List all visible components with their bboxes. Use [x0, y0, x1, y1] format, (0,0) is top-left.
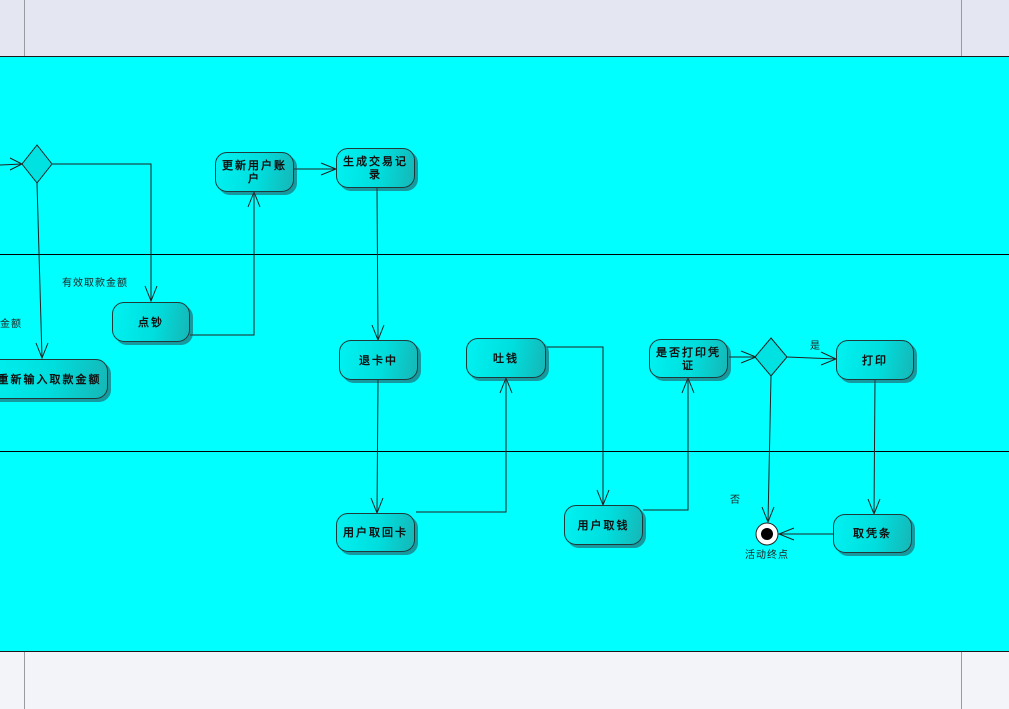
edge-into-left-decision — [0, 157, 24, 171]
guard-no: 否 — [730, 495, 741, 506]
node-print[interactable]: 打印 — [836, 340, 914, 380]
edge-print-question-to-decision — [729, 350, 758, 364]
right-decision-node[interactable] — [754, 337, 788, 377]
edge-count-money-to-update-account — [190, 190, 261, 336]
node-take-receipt[interactable]: 取凭条 — [833, 514, 912, 553]
activity-end-node[interactable] — [755, 522, 779, 546]
node-user-take-cash[interactable]: 用户取钱 — [564, 505, 643, 545]
page-top-margin — [0, 0, 1009, 56]
edge-decision-no-to-end — [761, 375, 775, 524]
edge-ejecting-to-take-card — [370, 379, 384, 515]
page-border-right-top — [961, 0, 962, 56]
edge-decision-to-redisplay — [35, 182, 49, 360]
edge-decision-yes-to-print — [786, 351, 838, 366]
node-user-take-card[interactable]: 用户取回卡 — [336, 513, 415, 552]
node-dispense-cash[interactable]: 吐钱 — [466, 338, 546, 378]
guard-valid-amount: 有效取款金额 — [62, 278, 128, 289]
left-decision-node[interactable] — [21, 144, 53, 184]
page-border-left-bottom — [24, 652, 25, 709]
page-bottom-margin — [0, 652, 1009, 709]
node-count-money[interactable]: 点钞 — [112, 302, 190, 342]
swimlane-divider-2 — [0, 451, 1009, 452]
edge-update-account-to-record — [294, 162, 338, 176]
guard-yes: 是 — [810, 341, 821, 352]
edge-dispense-to-take-cash — [547, 346, 610, 507]
edge-decision-to-count-money — [52, 163, 158, 303]
edge-take-card-to-dispense — [416, 376, 513, 513]
swimlane-divider-1 — [0, 254, 1009, 255]
node-ejecting-card[interactable]: 退卡中 — [339, 340, 418, 380]
node-redisplay-amount[interactable]: 示重新输入取款金额 — [0, 359, 108, 399]
node-print-receipt-question[interactable]: 是否打印凭证 — [649, 339, 728, 378]
edge-print-to-take-receipt — [867, 379, 881, 516]
edge-record-to-ejecting-card — [371, 187, 385, 342]
guard-amount-cut: 金额 — [0, 319, 22, 330]
end-point-label: 活动终点 — [745, 550, 789, 561]
edge-take-cash-to-print-question — [643, 376, 695, 511]
page-border-left-top — [24, 0, 25, 56]
page-border-right-bottom — [961, 652, 962, 709]
node-generate-record[interactable]: 生成交易记录 — [336, 148, 415, 188]
edge-take-receipt-to-end — [777, 527, 833, 541]
node-update-account[interactable]: 更新用户账户 — [215, 152, 294, 192]
